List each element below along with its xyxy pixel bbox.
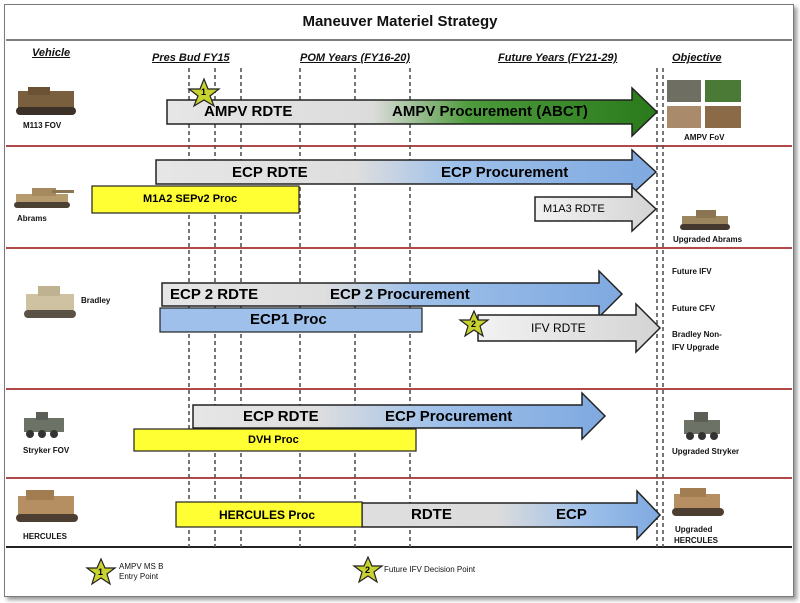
page-title: Maneuver Materiel Strategy	[302, 13, 498, 30]
hercules-objective-line1: Upgraded	[675, 525, 713, 534]
row-dividers	[6, 145, 792, 479]
hercules-objective-image	[672, 488, 724, 516]
stryker-ecp-procurement-label: ECP Procurement	[385, 408, 513, 425]
hercules-vehicle-label: HERCULES	[23, 532, 68, 541]
milestone-star-1	[187, 77, 221, 108]
hercules-ecp-label: ECP	[556, 506, 587, 523]
stryker-dvh-proc-label: DVH Proc	[248, 434, 299, 446]
abrams-vehicle-image	[14, 188, 74, 208]
header-pom-years: POM Years (FY16-20)	[300, 52, 411, 64]
m1a3-rdte-arrow	[534, 185, 658, 233]
stryker-objective-label: Upgraded Stryker	[672, 447, 740, 456]
ampv-objective-label: AMPV FoV	[684, 133, 725, 142]
bradley-ecp1-proc-bar	[159, 307, 423, 333]
abrams-ecp-rdte-label: ECP RDTE	[232, 164, 308, 181]
legend-star-1-number: 1	[98, 567, 104, 577]
hercules-vehicle-image	[16, 490, 78, 522]
hercules-proc-bar	[175, 501, 363, 528]
stryker-ecp-rdte-label: ECP RDTE	[243, 408, 319, 425]
ifv-rdte-label: IFV RDTE	[531, 321, 586, 335]
header-vehicle: Vehicle	[32, 47, 71, 59]
objective-bradley-non-line1: Bradley Non-	[672, 330, 722, 339]
bradley-ecp2-procurement-label: ECP 2 Procurement	[330, 286, 470, 303]
hercules-objective-line2: HERCULES	[674, 536, 719, 545]
legend-item2-text: Future IFV Decision Point	[384, 565, 476, 574]
legend-star-1	[85, 557, 117, 586]
legend-star-2-number: 2	[365, 565, 371, 575]
abrams-vehicle-label: Abrams	[17, 214, 47, 223]
stryker-dvh-proc-bar	[133, 428, 417, 452]
star-icon	[187, 77, 221, 108]
bradley-vehicle-label: Bradley	[81, 296, 111, 305]
ampv-procurement-label: AMPV Procurement (ABCT)	[392, 103, 588, 120]
abrams-objective-label: Upgraded Abrams	[673, 235, 743, 244]
abrams-objective-image	[680, 210, 730, 230]
objective-future-ifv: Future IFV	[672, 267, 712, 276]
legend-star-2	[352, 555, 384, 584]
m113-vehicle-image	[16, 87, 76, 115]
hercules-ecp-arrow	[361, 489, 662, 541]
bradley-ecp2-rdte-label: ECP 2 RDTE	[170, 286, 259, 303]
bradley-vehicle-image	[24, 286, 76, 318]
stryker-vehicle-image	[24, 412, 64, 438]
abrams-proc-bar	[91, 185, 300, 214]
star-2-number: 2	[471, 319, 477, 329]
bradley-ecp2-arrow	[161, 269, 624, 319]
abrams-ecp-arrow	[155, 148, 658, 196]
header-future-years: Future Years (FY21-29)	[498, 52, 618, 64]
legend-item1-line1: AMPV MS B	[119, 562, 164, 571]
hercules-rdte-label: RDTE	[411, 506, 452, 523]
hercules-proc-label: HERCULES Proc	[219, 508, 316, 522]
ifv-rdte-arrow	[477, 302, 662, 354]
abrams-ecp-procurement-label: ECP Procurement	[441, 164, 569, 181]
milestone-star-2	[458, 309, 490, 338]
legend-item1-line2: Entry Point	[119, 572, 159, 581]
objective-bradley-non-line2: IFV Upgrade	[672, 343, 720, 352]
bradley-ecp1-proc-label: ECP1 Proc	[250, 311, 327, 328]
m1a3-rdte-label: M1A3 RDTE	[543, 203, 605, 215]
star-icon	[85, 557, 117, 586]
star-icon	[352, 555, 384, 584]
ampv-rdte-label: AMPV RDTE	[204, 103, 293, 120]
stryker-ecp-arrow	[192, 391, 607, 441]
star-1-number: 1	[201, 87, 207, 97]
objective-future-cfv: Future CFV	[672, 304, 716, 313]
stryker-objective-image	[684, 412, 720, 440]
stryker-vehicle-label: Stryker FOV	[23, 446, 70, 455]
abrams-proc-label: M1A2 SEPv2 Proc	[143, 193, 238, 205]
m113-vehicle-label: M113 FOV	[23, 121, 62, 130]
header-pres-bud: Pres Bud FY15	[152, 52, 230, 64]
ampv-arrow	[166, 86, 659, 138]
header-objective: Objective	[672, 52, 722, 64]
star-icon	[458, 309, 490, 338]
ampv-objective-image	[667, 80, 741, 128]
